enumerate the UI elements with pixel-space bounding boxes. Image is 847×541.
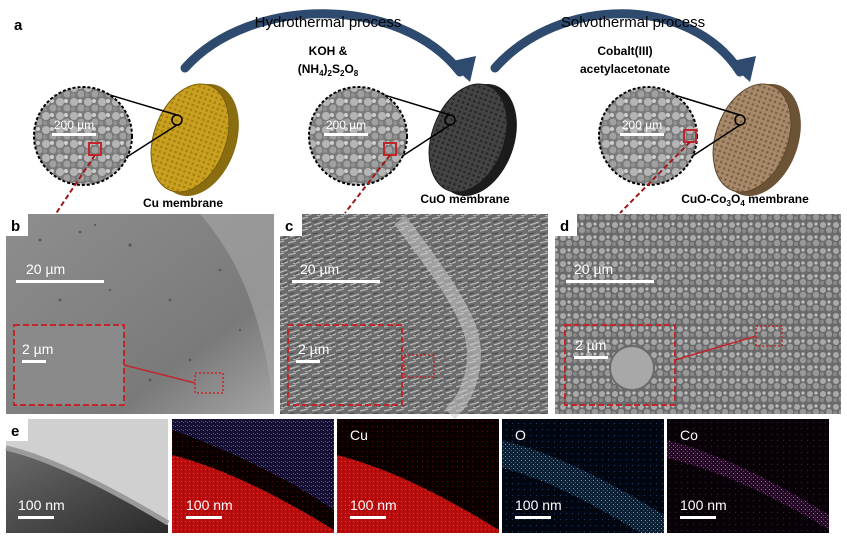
scale-bar <box>620 133 664 136</box>
scale-bar <box>566 280 654 283</box>
scale-bar-label: 100 nm <box>515 497 562 513</box>
callout-line <box>619 141 691 214</box>
scale-bar-label: 20 µm <box>574 261 613 277</box>
eds-map-overlay-cu <box>172 455 334 533</box>
reagent-2-line2: acetylacetonate <box>580 62 670 76</box>
process-arrow-2-head <box>728 56 756 82</box>
cuo-disc <box>428 83 508 193</box>
panel-label-d: d <box>560 218 569 235</box>
scale-bar <box>186 516 222 519</box>
scale-bar <box>52 133 96 136</box>
panel-b: b 20 µm 2 µm <box>6 214 274 414</box>
stage-cuo-co3o4: 200 µm CuO-Co3O4 membrane <box>598 83 809 214</box>
panel-label-c: c <box>285 218 293 235</box>
inset-particle <box>609 345 655 391</box>
stage-cuo: 200 µm CuO membrane <box>308 83 517 214</box>
process-arrow-1 <box>180 9 465 77</box>
scale-bar-label: 100 nm <box>680 497 727 513</box>
scale-bar <box>16 280 104 283</box>
scale-bar-label: 2 µm <box>22 341 53 357</box>
panel-d: d 20 µm 2 µm <box>555 214 841 414</box>
scale-bar <box>292 280 380 283</box>
scale-bar <box>18 516 54 519</box>
inset-b <box>13 324 125 406</box>
process-2-title: Solvothermal process <box>561 14 705 31</box>
scale-bar <box>515 516 551 519</box>
co-disc <box>712 83 792 193</box>
panel-a: a Hydrothermal process Solvothermal proc… <box>14 9 809 216</box>
callout-line <box>123 364 196 384</box>
membrane-label-cuo: CuO membrane <box>420 192 510 206</box>
stage-cu: 200 µm Cu membrane <box>33 83 239 216</box>
scale-bar-label: 200 µm <box>326 118 366 132</box>
sem-ridge <box>394 215 481 420</box>
scale-bar <box>574 356 608 359</box>
panel-label-e-bg <box>6 419 28 441</box>
scale-bar <box>296 360 320 363</box>
eds-map-o-signal <box>502 440 664 533</box>
inset-c <box>287 324 403 406</box>
process-arrow-2 <box>490 9 745 77</box>
panel-label-d-bg <box>555 214 577 236</box>
scale-bar-label: 20 µm <box>300 261 339 277</box>
scale-bar-label: 100 nm <box>18 497 65 513</box>
scale-bar-label: 200 µm <box>622 118 662 132</box>
zoom-region-c <box>403 354 435 378</box>
reagent-2-line1: Cobalt(III) <box>597 44 652 58</box>
panel-e: e 100 nm 100 nm Cu 100 nm O 100 nm Co 10… <box>5 419 829 533</box>
eds-element-o: O <box>515 427 526 443</box>
tem-sample <box>6 450 168 533</box>
process-1-title: Hydrothermal process <box>255 14 402 31</box>
scale-bar <box>22 360 46 363</box>
membrane-label-cu: Cu membrane <box>143 196 223 210</box>
panel-label-a: a <box>14 17 23 34</box>
callout-line <box>54 154 96 216</box>
panel-label-b-bg <box>6 214 28 236</box>
callout-line <box>344 154 391 214</box>
scale-bar <box>680 516 716 519</box>
panel-c: c 20 µm 2 µm <box>280 214 548 420</box>
reagent-1-line2: (NH4)2S2O8 <box>298 62 359 78</box>
panel-label-e: e <box>11 423 19 440</box>
scale-bar-label: 100 nm <box>186 497 233 513</box>
panel-label-b: b <box>11 218 20 235</box>
tem-coating <box>5 445 170 526</box>
eds-element-cu: Cu <box>350 427 368 443</box>
scale-bar-label: 20 µm <box>26 261 65 277</box>
process-arrow-1-head <box>448 56 476 82</box>
callout-line <box>674 335 757 361</box>
membrane-label-co3o4: CuO-Co3O4 membrane <box>681 192 809 208</box>
eds-element-co: Co <box>680 427 698 443</box>
scale-bar-label: 2 µm <box>575 337 606 353</box>
scale-bar <box>350 516 386 519</box>
eds-map-cu-signal <box>337 455 499 533</box>
eds-map-overlay-top <box>172 419 334 510</box>
scale-bar-label: 2 µm <box>298 341 329 357</box>
sem-surface-edge <box>200 214 274 414</box>
scale-bar-label: 100 nm <box>350 497 397 513</box>
panel-label-c-bg <box>280 214 302 236</box>
reagent-1-line1: KOH & <box>309 44 348 58</box>
scale-bar-label: 200 µm <box>54 118 94 132</box>
eds-map-co-signal <box>667 440 829 530</box>
scale-bar <box>324 133 368 136</box>
cu-disc <box>150 83 230 193</box>
